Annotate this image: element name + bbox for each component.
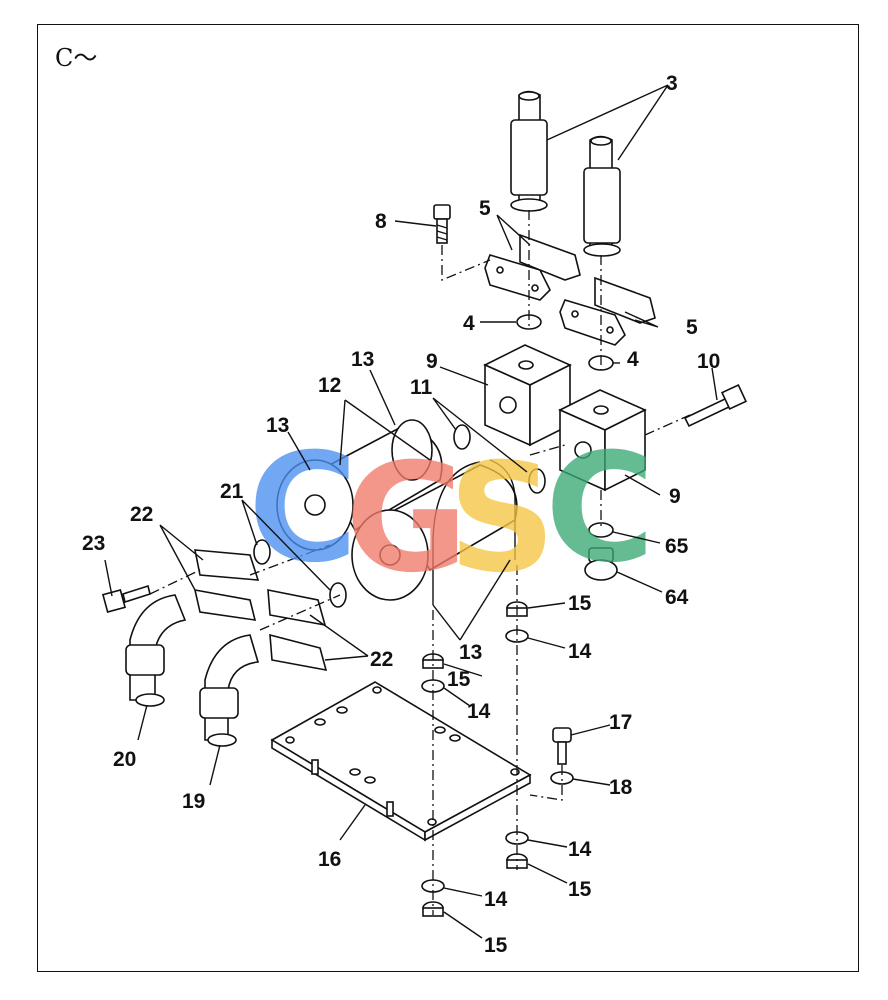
callout-9-lower: 9	[669, 485, 681, 508]
plug-part-64	[584, 547, 618, 581]
view-label: C～	[55, 44, 98, 72]
callout-14-lower-left: 14	[484, 888, 508, 911]
bolt-part-23	[101, 584, 151, 614]
u-bolt-part-13-right	[489, 459, 516, 560]
callout-64: 64	[665, 586, 689, 609]
mounting-plate-part-16	[270, 681, 532, 842]
callout-19: 19	[182, 790, 205, 813]
callout-14-upper-left: 14	[467, 700, 491, 723]
o-ring-part-11-lower	[528, 468, 546, 494]
shaft-part-3-right	[583, 135, 621, 257]
callout-12: 12	[318, 374, 341, 397]
shaft-part-3-left	[510, 90, 548, 212]
callout-13-top: 13	[351, 348, 374, 371]
callout-4-right: 4	[627, 348, 639, 371]
callout-5-upper: 5	[479, 197, 491, 220]
callout-16: 16	[318, 848, 341, 871]
callout-13-bottom: 13	[459, 641, 482, 664]
callout-18: 18	[609, 776, 633, 799]
callout-15-lower-left: 15	[484, 934, 508, 957]
callout-10: 10	[697, 350, 720, 373]
bolt-part-17	[552, 727, 572, 765]
callout-3: 3	[666, 72, 678, 95]
block-part-9-right	[558, 389, 647, 492]
bolt-part-8	[433, 204, 451, 244]
watermark-letter-4: C	[545, 422, 655, 596]
watermark-letter-2: G	[345, 432, 468, 606]
callout-15-upper-right: 15	[568, 592, 592, 615]
elbow-pipe-part-19	[199, 634, 260, 747]
o-ring-part-65	[588, 522, 614, 538]
split-flange-part-5-lower	[559, 276, 656, 346]
callout-22-lower: 22	[370, 648, 393, 671]
u-bolt-part-13-left	[432, 461, 481, 605]
callout-9-upper: 9	[426, 350, 438, 373]
split-flange-part-22-lower	[267, 589, 328, 672]
callout-15-lower-right: 15	[568, 878, 592, 901]
callout-65: 65	[665, 535, 689, 558]
diagram-frame	[37, 24, 859, 972]
center-lines	[149, 210, 691, 915]
callout-14-lower-right: 14	[568, 838, 592, 861]
callout-15-upper-left: 15	[447, 668, 471, 691]
bolt-part-10	[683, 383, 748, 428]
o-ring-part-11-upper	[453, 424, 471, 450]
split-flange-part-22-upper	[193, 549, 260, 621]
callout-17: 17	[609, 711, 632, 734]
o-ring-part-21-upper	[253, 539, 271, 565]
callout-21: 21	[220, 480, 244, 503]
callout-5-lower: 5	[686, 316, 698, 339]
cylinder-part-12-front	[351, 464, 518, 601]
callout-8: 8	[375, 210, 387, 233]
callout-20: 20	[113, 748, 136, 771]
cylinder-part-12-rear	[276, 419, 443, 551]
callout-4-left: 4	[463, 312, 475, 335]
split-flange-part-5-upper	[484, 233, 581, 301]
callouts: 3 5 8 4 5 4 9 10 13 12 11 13 9 21 22 23 …	[82, 72, 720, 957]
callout-22-upper: 22	[130, 503, 153, 526]
leader-lines	[104, 84, 718, 939]
o-ring-part-21-lower	[329, 582, 347, 608]
elbow-pipe-part-20	[125, 594, 187, 707]
callout-11: 11	[410, 376, 433, 399]
callout-14-upper-right: 14	[568, 640, 592, 663]
watermark: C G S C	[248, 422, 655, 606]
callout-23: 23	[82, 532, 105, 555]
watermark-letter-1: C	[248, 422, 358, 596]
watermark-letter-3: S	[448, 432, 556, 606]
callout-13-left: 13	[266, 414, 289, 437]
